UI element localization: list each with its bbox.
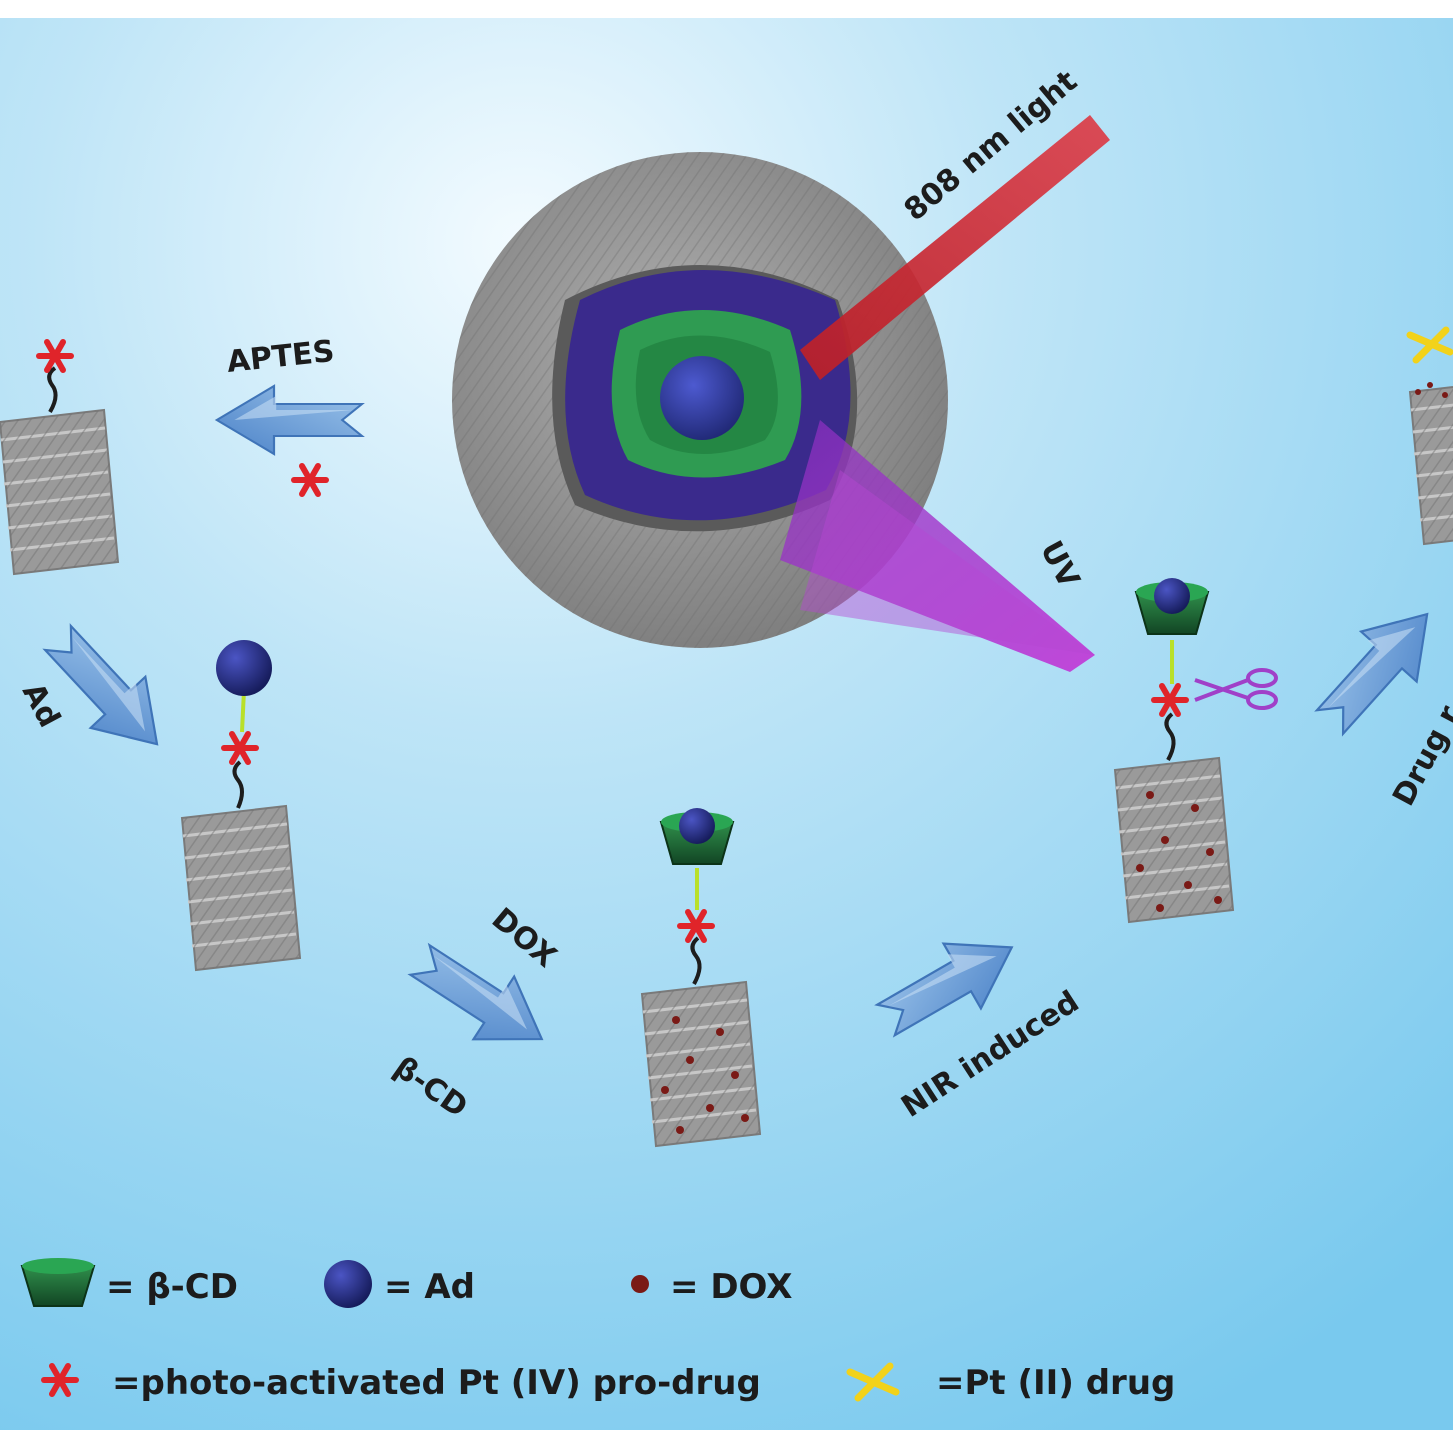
core-shell-nanoparticle [452,152,948,648]
red-laser-beam [800,115,1110,380]
dox-dots-pillar-3 [661,1016,749,1134]
upconversion-core [660,356,744,440]
legend-dox-text: = DOX [670,1267,792,1307]
legend-pt-ii: =Pt (II) drug [846,1362,1175,1403]
pillar-2 [180,640,302,972]
legend-beta-cd-text: = β-CD [106,1267,238,1307]
legend: = β-CD = Ad = DOX =photo-activated Pt (I… [20,1258,1175,1403]
pillar-3 [640,807,762,1148]
bcd-ad-cap-pillar-4 [1135,577,1209,635]
uv-beam [780,420,1095,672]
pillar-1 [0,342,120,576]
scissors-icon [1194,668,1278,710]
legend-pt-iv: =photo-activated Pt (IV) pro-drug [44,1363,761,1403]
pt-ii-drug-released [1406,326,1453,364]
legend-pt-iv-text: =photo-activated Pt (IV) pro-drug [112,1363,761,1403]
legend-ad-text: = Ad [384,1267,475,1307]
pillar-5 [1406,326,1453,546]
legend-beta-cd: = β-CD [20,1258,238,1307]
dox-dots-pillar-4 [1136,791,1222,912]
legend-ad: = Ad [324,1260,475,1308]
legend-dox: = DOX [631,1267,792,1307]
pillar-4 [1113,577,1278,924]
bcd-ad-cap-pillar-3 [660,807,734,865]
legend-pt-ii-text: =Pt (II) drug [936,1363,1175,1403]
ad-ball-pillar-2 [216,640,272,696]
